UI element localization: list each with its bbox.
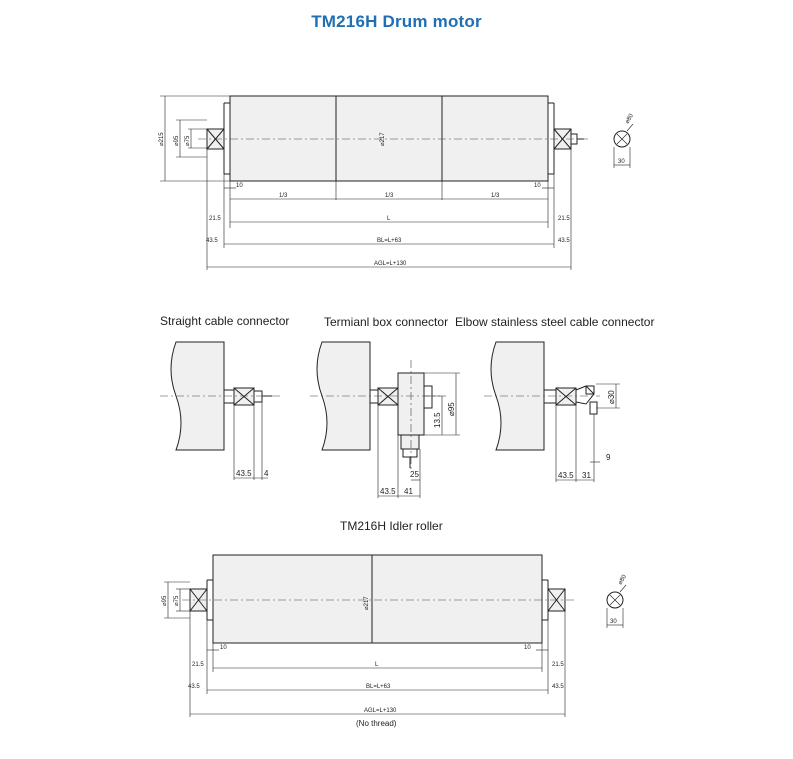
- idler-end-view-circle: [606, 591, 624, 609]
- idler-roller-caption: TM216H Idler roller: [340, 519, 443, 533]
- drum-motor-drawing: ⌀215 ⌀95 ⌀75 ⌀217 ⌀80 30: [159, 95, 636, 270]
- page-title: TM216H Drum motor: [311, 12, 482, 31]
- terminal-dim-b: 41: [404, 487, 413, 496]
- idler-drum: [212, 554, 543, 644]
- third-2-label: 1/3: [385, 193, 394, 199]
- elbow-dim-b: 31: [582, 471, 591, 480]
- diameter-shaft-label: ⌀95: [174, 135, 180, 146]
- idler-end-width: 30: [610, 619, 617, 625]
- idler-edge-left: 10: [220, 645, 227, 651]
- elbow-dia: ⌀30: [607, 390, 616, 404]
- edge-left-label: 10: [236, 183, 243, 189]
- idler-agl: AGL=L+130: [364, 708, 397, 714]
- idler-ends-left: 43.5: [188, 684, 200, 690]
- offset-right-label: 21.5: [558, 216, 570, 222]
- ends-right-label: 43.5: [558, 238, 570, 244]
- straight-connector-caption: Straight cable connector: [160, 314, 289, 328]
- elbow-connector-caption: Elbow stainless steel cable connector: [455, 315, 654, 329]
- terminal-dim-d: 13.5: [433, 412, 442, 428]
- elbow-dim-a: 43.5: [558, 471, 574, 480]
- idler-diameter-shaft: ⌀95: [162, 595, 168, 606]
- connector-terminal: Termianl box connector ⌀95 13.5 43.5 41 …: [310, 315, 460, 498]
- terminal-dia: ⌀95: [447, 402, 456, 416]
- idler-diameter-drum: ⌀217: [364, 596, 370, 610]
- idler-diameter-inner: ⌀75: [174, 595, 180, 606]
- idler-end-diameter: ⌀80: [618, 574, 629, 586]
- idler-edge-right: 10: [524, 645, 531, 651]
- end-diameter-label: ⌀80: [625, 113, 636, 125]
- diameter-drum-label: ⌀217: [380, 132, 386, 146]
- terminal-dim-a: 43.5: [380, 487, 396, 496]
- end-view-circle: [613, 130, 631, 148]
- elbow-dim-c: 9: [606, 453, 611, 462]
- straight-dim-b: 4: [264, 469, 269, 478]
- diameter-body-label: ⌀215: [159, 132, 165, 146]
- offset-left-label: 21.5: [209, 216, 221, 222]
- drum-body: [229, 95, 549, 182]
- diameter-inner-label: ⌀75: [185, 135, 191, 146]
- idler-ends-right: 43.5: [552, 684, 564, 690]
- ends-left-label: 43.5: [206, 238, 218, 244]
- length-label: L: [387, 216, 391, 222]
- edge-right-label: 10: [534, 183, 541, 189]
- idler-bl: BL=L+63: [366, 684, 391, 690]
- terminal-dim-c: 25: [410, 470, 419, 479]
- idler-offset-right: 21.5: [552, 662, 564, 668]
- idler-length: L: [375, 662, 379, 668]
- end-width-label: 30: [618, 159, 625, 165]
- terminal-connector-caption: Termianl box connector: [324, 315, 448, 329]
- idler-roller-drawing: TM216H Idler roller ⌀95 ⌀75 ⌀217 ⌀80: [162, 519, 628, 728]
- connector-straight: Straight cable connector 43.5 4: [160, 314, 289, 480]
- idler-no-thread-note: (No thread): [356, 719, 397, 728]
- straight-dim-a: 43.5: [236, 469, 252, 478]
- third-3-label: 1/3: [491, 193, 500, 199]
- idler-offset-left: 21.5: [192, 662, 204, 668]
- connector-elbow: Elbow stainless steel cable connector ⌀3…: [455, 315, 654, 482]
- bl-label: BL=L+63: [377, 238, 402, 244]
- agl-label: AGL=L+130: [374, 261, 407, 267]
- third-1-label: 1/3: [279, 193, 288, 199]
